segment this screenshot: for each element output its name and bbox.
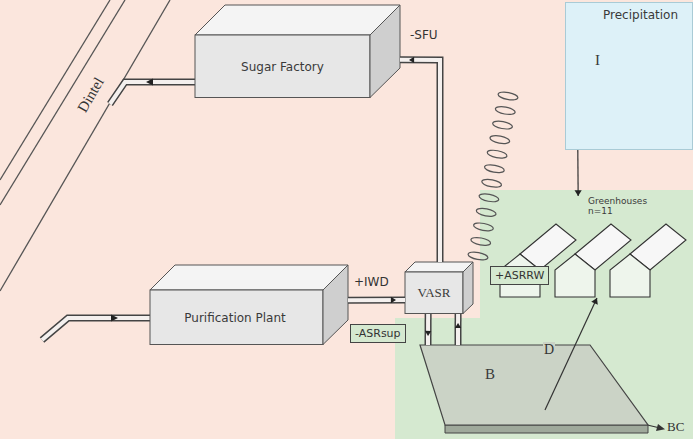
- coil-loop: [484, 163, 505, 174]
- node-outline: [565, 2, 693, 150]
- box-front: [195, 35, 370, 98]
- node-outline: [410, 345, 655, 437]
- coil-loop: [468, 251, 489, 262]
- coil-loop: [498, 91, 519, 102]
- node-label: Precipitation: [603, 8, 678, 22]
- node-label: Greenhouses n=11: [588, 196, 654, 216]
- arrow-head: [391, 297, 396, 303]
- box-top: [405, 262, 473, 272]
- box-side: [323, 265, 348, 345]
- coil-loop: [473, 222, 494, 233]
- pipe-bore: [456, 314, 460, 345]
- panel-outline: [566, 3, 693, 150]
- outflow-label: BC: [667, 419, 684, 435]
- node-text-area: PrecipitationI: [565, 2, 693, 150]
- box-side: [370, 5, 400, 98]
- diagram-node: Purification Plant: [150, 265, 348, 345]
- node-label: I: [595, 52, 600, 69]
- diagram-node: VASR: [405, 262, 473, 314]
- box-top: [195, 5, 400, 35]
- arrow-head: [455, 323, 461, 328]
- diagram-node: PrecipitationI: [565, 2, 693, 150]
- box-front: [150, 290, 323, 345]
- box-front: [405, 272, 463, 314]
- coil-loop: [492, 120, 513, 131]
- diagram-node: B: [410, 345, 655, 437]
- box-side: [463, 262, 473, 314]
- pipe-connector: [400, 57, 440, 262]
- coil-loop: [478, 193, 499, 204]
- coil-loop: [476, 207, 497, 218]
- node-text-area: B: [470, 359, 510, 389]
- node-text-area: Sugar Factory: [195, 35, 370, 98]
- inflow-pipe: [42, 315, 152, 341]
- pipe-bore: [348, 298, 405, 302]
- coil-loop: [470, 236, 491, 247]
- node-label: VASR: [417, 285, 450, 301]
- basin-top: [420, 345, 648, 425]
- node-outline: [195, 5, 400, 98]
- pipe-wall: [348, 296, 405, 303]
- pipe-bore: [400, 60, 440, 262]
- coil-loop: [495, 105, 516, 116]
- outflow-pipe: [110, 79, 196, 105]
- box-top: [150, 265, 348, 290]
- coil-loop: [481, 178, 502, 189]
- pipe-connector: [348, 297, 405, 303]
- greenhouse-front: [610, 254, 650, 297]
- edge-label: D: [543, 342, 555, 358]
- pipe-wall: [400, 60, 440, 262]
- arrow-head: [409, 57, 414, 63]
- pipe-bore: [426, 314, 430, 345]
- flow-label: -SFU: [410, 28, 438, 42]
- pipe-connector: [455, 314, 461, 345]
- arrow-head: [425, 331, 431, 336]
- node-label: Sugar Factory: [241, 60, 324, 74]
- pipe-wall: [455, 314, 462, 345]
- coil-loop: [489, 134, 510, 145]
- node-label: B: [485, 366, 495, 383]
- flow-arrow: [575, 150, 582, 196]
- pipe-wall: [425, 314, 432, 345]
- flow-label: -ASRsup: [350, 324, 406, 343]
- arrow-head: [591, 298, 598, 305]
- coil-loop: [487, 149, 508, 160]
- greenhouse-drawing: [500, 224, 686, 297]
- diagram-node: Sugar Factory: [195, 5, 400, 98]
- node-text-area: Greenhouses n=11: [588, 196, 658, 220]
- flow-label: +IWD: [354, 275, 389, 289]
- arrow-line: [577, 150, 579, 196]
- arrow-head: [575, 190, 582, 196]
- river-banks: [0, 0, 170, 291]
- river-name: Dintel: [74, 75, 107, 116]
- pipe-connector: [425, 314, 431, 345]
- greenhouse-front: [555, 254, 595, 297]
- node-label: Purification Plant: [184, 311, 285, 325]
- flow-label: +ASRRW: [490, 266, 549, 285]
- node-text-area: VASR: [405, 272, 463, 314]
- hose-coil: [468, 91, 519, 262]
- node-outline: [150, 265, 348, 345]
- basin-edge: [445, 425, 648, 433]
- node-text-area: Purification Plant: [150, 290, 320, 345]
